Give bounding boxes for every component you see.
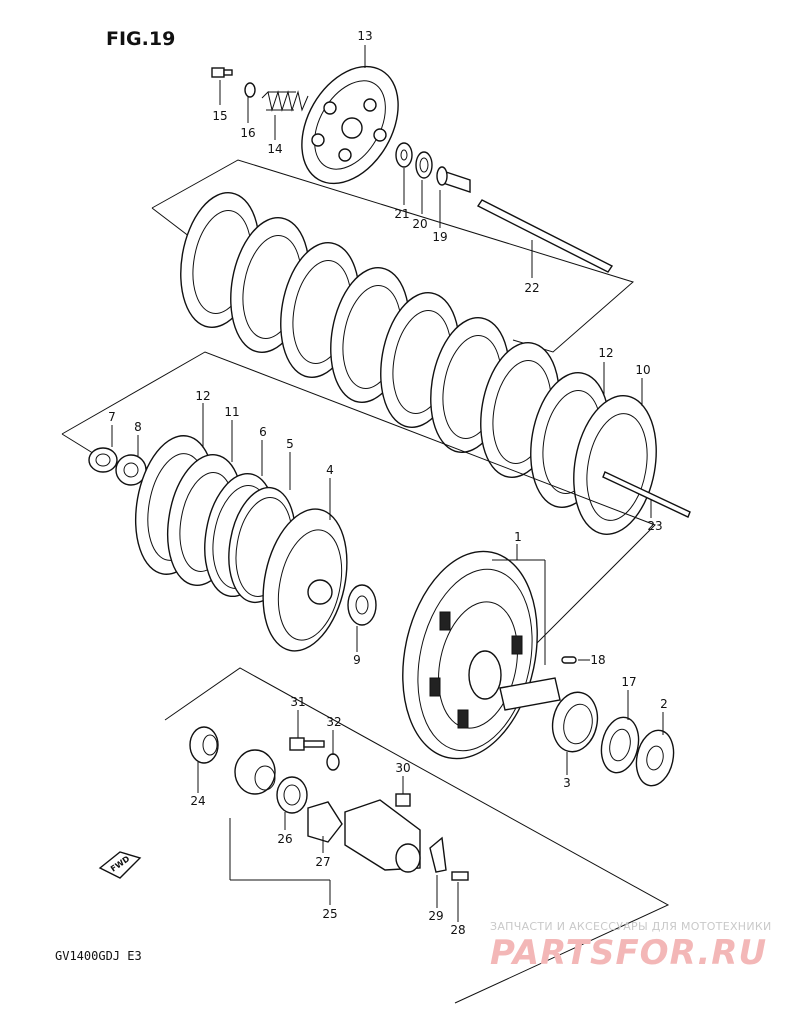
- spacer: [600, 716, 640, 774]
- callout-9: 9: [353, 653, 361, 667]
- spring-washer: [244, 82, 256, 98]
- thrust-washer: [347, 584, 377, 626]
- release-bushing: [395, 793, 411, 807]
- callout-27: 27: [315, 855, 330, 869]
- release-washer: [326, 753, 340, 771]
- callout-32: 32: [326, 715, 341, 729]
- watermark-subtitle: ЗАПЧАСТИ И АКСЕССУАРЫ ДЛЯ МОТОТЕХНИКИ: [490, 920, 772, 933]
- plate-pack-frame-lower: [61, 351, 656, 661]
- release-boot: [307, 801, 343, 843]
- callout-31: 31: [290, 695, 305, 709]
- clutch-hub-nut: [88, 447, 118, 473]
- callout-24: 24: [190, 794, 205, 808]
- callout-23: 23: [647, 519, 662, 533]
- callout-29: 29: [428, 909, 443, 923]
- callout-26: 26: [277, 832, 292, 846]
- callout-1: 1: [514, 530, 522, 544]
- callout-labels: 13 15 16 14 21 20 19 22 12 10 23 7 8 12 …: [108, 29, 668, 937]
- callout-4: 4: [326, 463, 334, 477]
- fwd-arrow-icon: FWD: [98, 851, 142, 879]
- callout-10: 10: [635, 363, 650, 377]
- primary-driven-gear-assembly: [402, 550, 561, 760]
- callout-7: 7: [108, 410, 116, 424]
- clutch-push-piece: [436, 166, 471, 193]
- release-bolt: [289, 737, 325, 751]
- callout-3: 3: [563, 776, 571, 790]
- watermark: ЗАПЧАСТИ И АКСЕССУАРЫ ДЛЯ МОТОТЕХНИКИ PA…: [490, 920, 772, 973]
- callout-25: 25: [322, 907, 337, 921]
- clutch-spring: [261, 90, 309, 112]
- figure-title: FIG.19: [106, 28, 175, 50]
- callout-14: 14: [267, 142, 282, 156]
- callout-30: 30: [395, 761, 410, 775]
- release-bearing-seat: [234, 749, 276, 795]
- release-bearing-washer: [395, 142, 413, 168]
- callout-5: 5: [286, 437, 294, 451]
- callout-15: 15: [212, 109, 227, 123]
- callout-11: 11: [224, 405, 239, 419]
- callout-22: 22: [524, 281, 539, 295]
- lifter-rod: [602, 471, 691, 518]
- pin: [561, 656, 577, 664]
- release-arm-body: [344, 799, 421, 873]
- clutch-plate-stack: [180, 192, 657, 535]
- thrust-washer-2: [635, 729, 675, 787]
- release-bearing: [415, 151, 433, 179]
- bleeder-screw: [451, 871, 469, 881]
- release-cover-plug: [189, 726, 219, 764]
- clutch-push-rod: [476, 199, 614, 273]
- release-clip: [429, 836, 447, 873]
- leader-lines: [111, 45, 664, 922]
- callout-21: 21: [394, 207, 409, 221]
- oil-seal: [276, 776, 308, 814]
- callout-16: 16: [240, 126, 255, 140]
- clutch-sleeve-hub: [262, 508, 348, 652]
- pressure-plate: [301, 65, 399, 185]
- callout-6: 6: [259, 425, 267, 439]
- callout-20: 20: [412, 217, 427, 231]
- callout-8: 8: [134, 420, 142, 434]
- callout-28: 28: [450, 923, 465, 937]
- callout-18: 18: [590, 653, 605, 667]
- callout-12-upper: 12: [598, 346, 613, 360]
- model-code: GV1400GDJ E3: [55, 949, 142, 963]
- callout-17: 17: [621, 675, 636, 689]
- spring-bolt: [211, 67, 233, 78]
- callout-2: 2: [660, 697, 668, 711]
- watermark-brand: PARTSFOR.RU: [490, 933, 767, 973]
- needle-bearing: [551, 691, 599, 753]
- release-group-frame: [164, 667, 670, 1004]
- callout-13: 13: [357, 29, 372, 43]
- callout-19: 19: [432, 230, 447, 244]
- callout-12-lower: 12: [195, 389, 210, 403]
